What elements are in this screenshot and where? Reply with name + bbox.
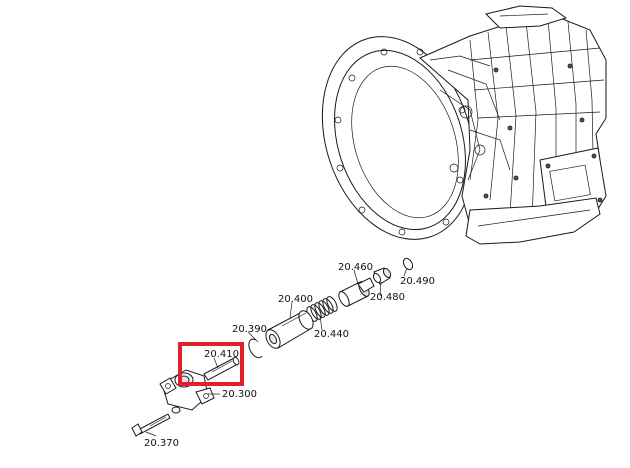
- label-20-460: 20.460: [338, 262, 373, 273]
- highlight-box: [178, 342, 244, 386]
- label-20-300: 20.300: [222, 389, 257, 400]
- part-20-480-plug: [372, 267, 392, 285]
- part-20-490-oring: [402, 257, 414, 271]
- label-20-370: 20.370: [144, 438, 179, 449]
- part-20-440-spring: [306, 296, 338, 322]
- label-20-410: 20.410: [204, 349, 239, 360]
- label-20-440: 20.440: [314, 329, 349, 340]
- part-20-460-piston: [338, 277, 375, 307]
- label-20-490: 20.490: [400, 276, 435, 287]
- part-20-390-snap-ring: [248, 338, 263, 359]
- label-20-400: 20.400: [278, 294, 313, 305]
- part-20-400-sleeve: [265, 310, 314, 349]
- part-20-410-pin: [203, 356, 240, 381]
- label-20-390: 20.390: [232, 324, 267, 335]
- leader-lines: [145, 267, 408, 437]
- transmission-housing: [321, 5, 607, 245]
- part-20-370-bolt: [131, 413, 171, 437]
- label-20-480: 20.480: [370, 292, 405, 303]
